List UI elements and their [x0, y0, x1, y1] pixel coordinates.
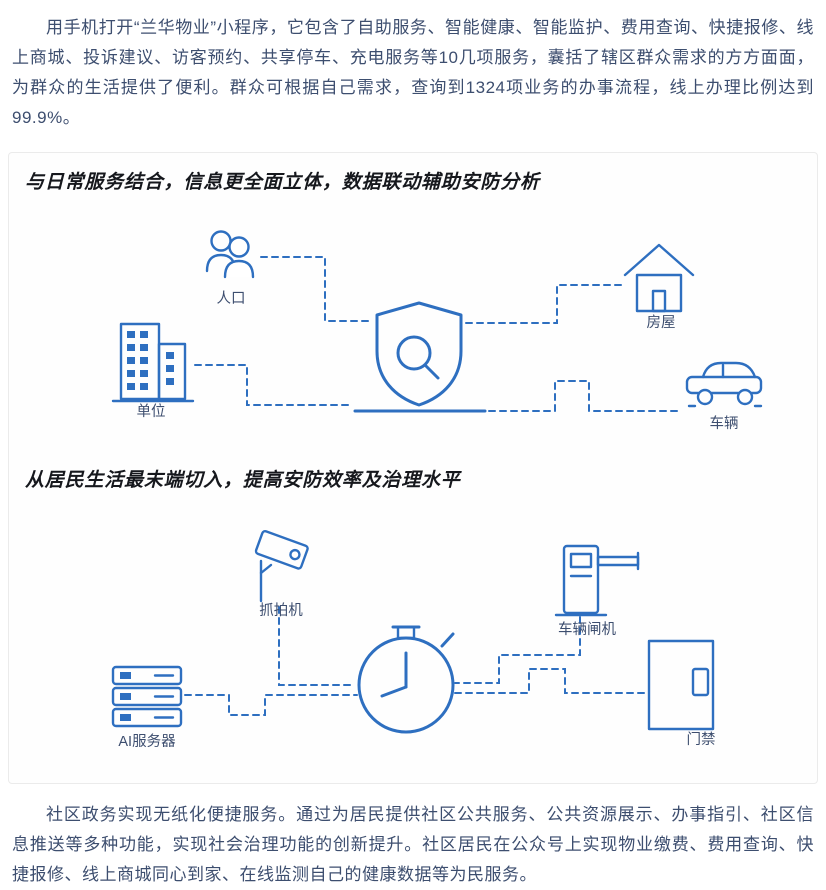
capture-camera-icon — [254, 530, 309, 603]
node-label-vehicle: 车辆 — [710, 415, 739, 432]
door-access-icon — [647, 639, 715, 731]
efficiency-diagram: 抓拍机 车辆闸机 — [111, 530, 716, 750]
ai-server-icon — [111, 665, 183, 728]
node-label-organization: 单位 — [137, 403, 166, 420]
node-label-capture-camera: 抓拍机 — [259, 602, 303, 619]
node-label-population: 人口 — [217, 290, 246, 307]
node-label-ai-server: AI服务器 — [118, 733, 176, 750]
section1-title: 与日常服务结合，信息更全面立体，数据联动辅助安防分析 — [25, 172, 540, 193]
intro-paragraph: 用手机打开“兰华物业”小程序，它包含了自助服务、智能健康、智能监护、费用查询、快… — [12, 18, 814, 127]
security-analysis-diagram: 人口 房屋 — [111, 230, 763, 432]
organization-icon — [111, 322, 195, 403]
vehicle-gate-icon — [554, 544, 640, 617]
shield-search-icon — [353, 301, 487, 413]
diagram2-connectors — [184, 606, 646, 716]
population-icon — [205, 230, 255, 279]
section2-title: 从居民生活最末端切入，提高安防效率及治理水平 — [25, 470, 461, 491]
node-label-door-access: 门禁 — [687, 731, 716, 748]
stopwatch-icon — [357, 625, 455, 734]
diagram1-connectors — [194, 256, 682, 412]
node-label-house: 房屋 — [647, 314, 676, 331]
vehicle-icon — [685, 361, 763, 408]
house-icon — [623, 243, 695, 313]
infographic-panel: 与日常服务结合，信息更全面立体，数据联动辅助安防分析 人口 — [8, 152, 818, 784]
closing-paragraph: 社区政务实现无纸化便捷服务。通过为居民提供社区公共服务、公共资源展示、办事指引、… — [12, 805, 814, 884]
node-label-vehicle-gate: 车辆闸机 — [558, 621, 616, 638]
